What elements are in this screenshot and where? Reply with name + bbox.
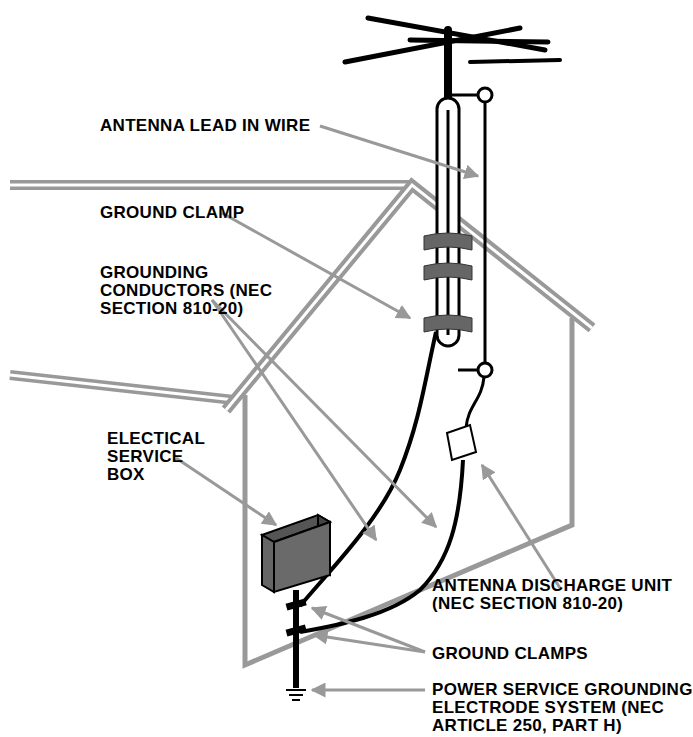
ground-clamp [424,233,472,250]
leader-line [212,300,436,527]
service-box [262,515,330,592]
leader-line [320,126,478,176]
mast-clamps [424,233,472,332]
roof-ridge [10,180,412,190]
lead-in-wire [484,102,487,363]
ground-symbol [286,690,306,700]
leader-line [312,608,425,652]
callout-label: GROUND CLAMPS [432,645,672,663]
leader-line [482,465,560,588]
lower-roof-edge [10,375,234,400]
antenna-element [345,28,520,62]
mast-inner [447,110,450,335]
box-front [262,535,274,592]
callout-label: GROUND CLAMP [100,204,300,222]
ground-clamp [424,315,472,332]
antenna-element [470,60,560,62]
standoff [478,88,492,102]
antenna [345,18,560,110]
callout-label: GROUNDING CONDUCTORS (NEC SECTION 810-20… [100,264,300,318]
ground-bar [292,699,300,701]
callout-label: POWER SERVICE GROUNDING ELECTRODE SYSTEM… [432,681,693,735]
mast-tube [437,98,459,346]
callout-label: ELECTICAL SERVICE BOX [107,430,217,484]
gable-roof [226,185,592,410]
ground-bar [289,694,303,696]
leader-line [212,300,376,540]
antenna-element [368,18,545,50]
leader-line [314,635,425,652]
box-front [274,522,330,592]
callout-label: ANTENNA DISCHARGE UNIT (NEC SECTION 810-… [432,577,692,613]
lead-in-wire [466,377,484,428]
lower-roof-edge [10,375,234,400]
callout-label: ANTENNA LEAD IN WIRE [100,117,340,135]
rod-clamp [286,599,307,611]
roof-ridge [10,184,412,187]
ground-clamp [424,263,472,280]
leader-line [222,213,410,318]
ground-bar [286,689,306,691]
leader-line [312,689,425,692]
standoff [478,363,492,377]
discharge-unit [447,425,476,460]
lead-link [458,369,478,372]
gable-roof-edge [226,185,592,410]
rod-clamp [286,625,307,637]
gable-roof-edge [226,185,592,410]
leader-line [176,458,276,525]
lead-link [452,94,478,97]
antenna-element [410,40,548,42]
